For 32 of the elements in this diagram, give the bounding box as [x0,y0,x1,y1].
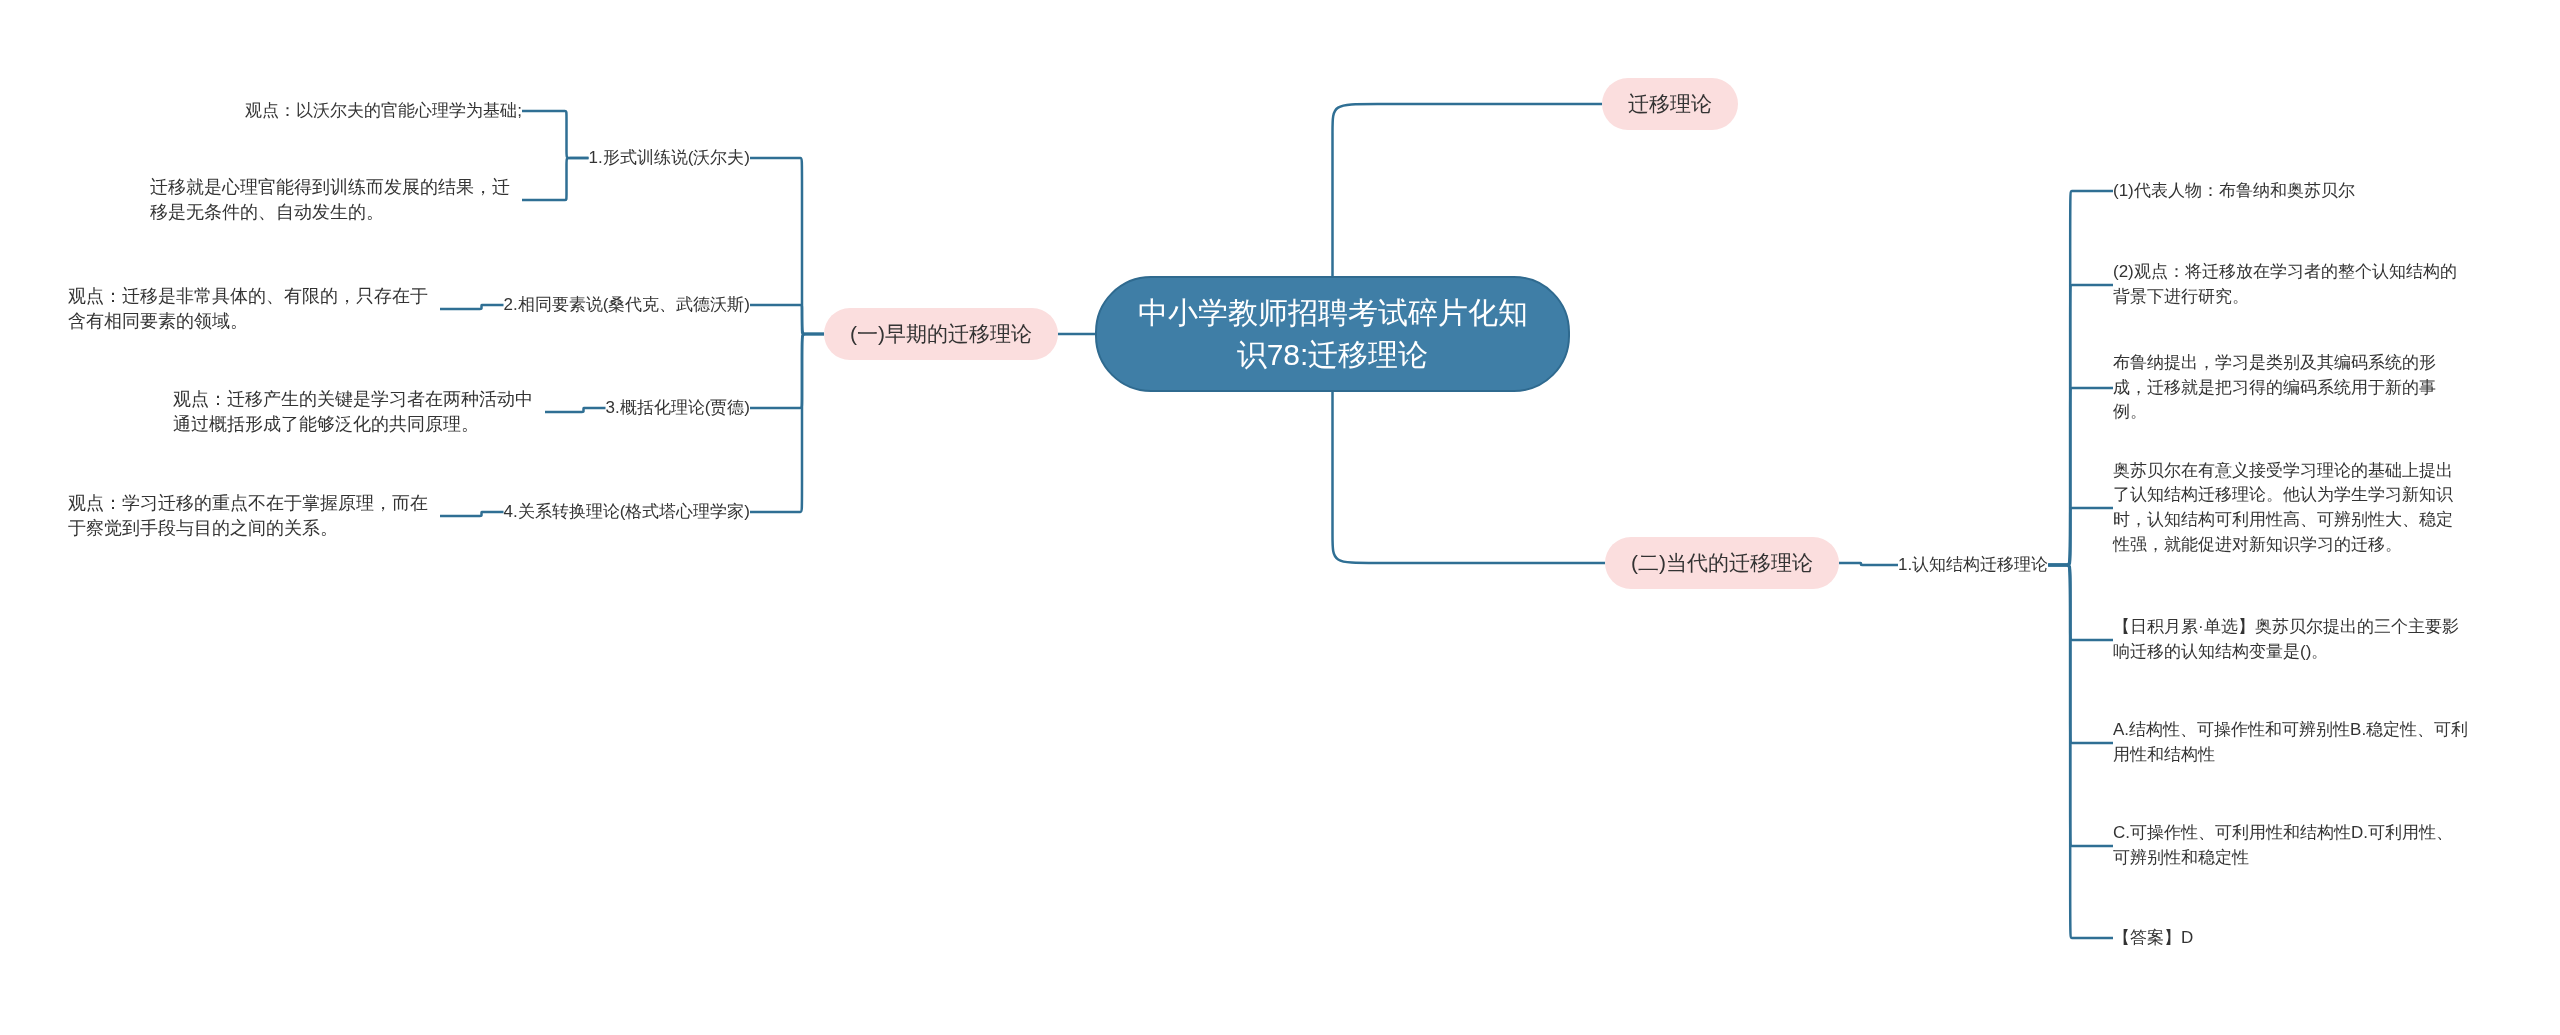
topic-text: 1.形式训练说(沃尔夫) [588,145,750,171]
connector-line [1331,392,1605,565]
topic-text: A.结构性、可操作性和可辨别性B.稳定性、可利用性和结构性 [2113,718,2469,768]
topic-text: 观点：学习迁移的重点不在于掌握原理，而在于察觉到手段与目的之间的关系。 [68,490,440,542]
topic-text: 观点：迁移是非常具体的、有限的，只存在于含有相同要素的领域。 [68,283,440,335]
topic-text: 布鲁纳提出，学习是类别及其编码系统的形成，迁移就是把习得的编码系统用于新的事例。 [2113,351,2469,425]
topic-pill: (一)早期的迁移理论 [824,307,1058,361]
connector-line [440,303,504,311]
topic-text: C.可操作性、可利用性和结构性D.可利用性、可辨别性和稳定性 [2113,821,2469,871]
connector-line [522,156,589,202]
topic-text: 奥苏贝尔在有意义接受学习理论的基础上提出了认知结构迁移理论。他认为学生学习新知识时，认知结构可利用性高、可辨别性大、稳定性强，就能促进对新知识学习的迁移。 [2113,458,2469,558]
topic-text: (1)代表人物：布鲁纳和奥苏贝尔 [2113,178,2469,204]
connector-line [1331,102,1602,276]
connector-line [750,332,824,514]
topic-text: 【答案】D [2113,925,2469,951]
connector-line [545,406,606,414]
connector-line [2048,563,2113,940]
topic-pill: 迁移理论 [1602,77,1738,131]
connector-line [440,510,504,518]
topic-text: 1.认知结构迁移理论 [1898,552,2049,578]
topic-text: (2)观点：将迁移放在学习者的整个认知结构的背景下进行研究。 [2113,260,2469,310]
topic-pill: (二)当代的迁移理论 [1605,536,1839,590]
topic-text: 观点：迁移产生的关键是学习者在两种活动中通过概括形成了能够泛化的共同原理。 [173,386,545,438]
topic-text: 迁移就是心理官能得到训练而发展的结果，迁移是无条件的、自动发生的。 [150,174,522,226]
topic-text: 4.关系转换理论(格式塔心理学家) [503,499,750,525]
central-topic-pill: 中小学教师招聘考试碎片化知识78:迁移理论 [1095,276,1570,392]
topic-text: 观点：以沃尔夫的官能心理学为基础; [245,98,522,124]
topic-text: 【日积月累·单选】奥苏贝尔提出的三个主要影响迁移的认知结构变量是()。 [2113,615,2469,665]
topic-text: 3.概括化理论(贾德) [605,395,750,421]
connector-line [1839,561,1898,567]
connector-line [1058,332,1095,336]
topic-text: 2.相同要素说(桑代克、武德沃斯) [503,292,750,318]
